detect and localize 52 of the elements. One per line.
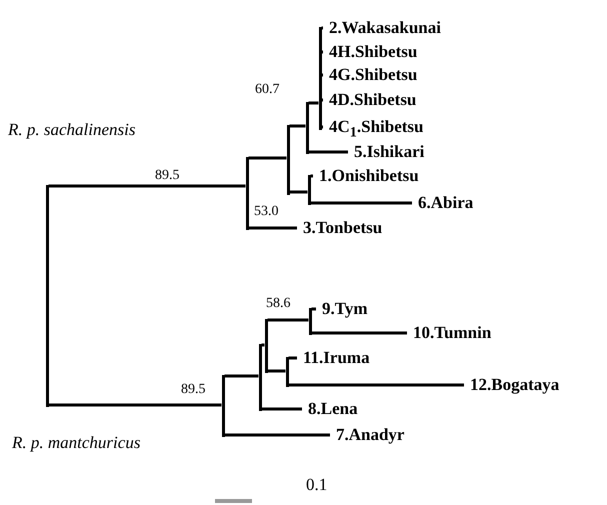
tree-branch	[224, 374, 258, 378]
tree-node-bar	[308, 308, 312, 334]
clade-label: R. p. sachalinensis	[8, 120, 136, 140]
bootstrap-value: 60.7	[255, 82, 280, 98]
tree-branch	[290, 124, 306, 128]
tree-branch	[48, 184, 246, 188]
tree-branch	[312, 308, 316, 310]
taxon-label: 11.Iruma	[297, 348, 370, 368]
tree-node-bar	[318, 26, 322, 130]
taxon-label: 5.Ishikari	[348, 142, 424, 162]
tree-node-bar	[46, 184, 48, 406]
tree-branch	[262, 408, 302, 410]
tree-node-bar	[246, 156, 248, 230]
tree-node-bar	[222, 374, 224, 436]
taxon-label: 12.Bogataya	[464, 375, 560, 395]
tree-node-bar	[308, 174, 310, 204]
taxon-label: 3.Tonbetsu	[297, 218, 382, 238]
taxon-label: 1.Onishibetsu	[313, 166, 419, 186]
taxon-label: 4H.Shibetsu	[323, 42, 418, 62]
scale-value: 0.1	[306, 475, 328, 495]
tree-branch	[288, 384, 464, 386]
taxon-label: 9.Tym	[316, 299, 368, 319]
tree-node-bar	[286, 124, 290, 194]
bootstrap-value: 53.0	[254, 204, 278, 220]
tree-branch	[310, 202, 412, 204]
tree-branch	[248, 226, 297, 230]
tree-branch	[248, 156, 286, 160]
tree-node-bar	[264, 318, 268, 372]
taxon-label: 8.Lena	[302, 399, 358, 419]
tree-branch	[308, 150, 348, 154]
taxon-label: 2.Wakasakunai	[323, 18, 441, 38]
tree-branch	[224, 434, 330, 436]
taxon-label: 4G.Shibetsu	[323, 65, 418, 85]
tree-branch	[268, 370, 286, 372]
taxon-label: 7.Anadyr	[330, 425, 404, 445]
tree-node-bar	[258, 344, 262, 410]
tree-branch	[288, 356, 297, 360]
taxon-label: 10.Tumnin	[407, 323, 492, 343]
tree-branch	[290, 190, 308, 194]
tree-node-bar	[306, 102, 308, 154]
taxon-label: 4D.Shibetsu	[323, 90, 416, 110]
clade-label: R. p. mantchuricus	[12, 433, 140, 453]
bootstrap-value: 89.5	[155, 168, 180, 184]
bootstrap-value: 89.5	[181, 382, 206, 398]
taxon-label: 6.Abira	[412, 193, 474, 213]
tree-branch	[268, 318, 308, 322]
taxon-label: 4C$_{1}$.Shibetsu	[323, 117, 424, 137]
tree-node-bar	[286, 356, 288, 386]
tree-branch	[312, 332, 407, 334]
bootstrap-value: 58.6	[266, 296, 290, 312]
tree-branch	[48, 404, 222, 406]
tree-branch	[308, 102, 318, 104]
